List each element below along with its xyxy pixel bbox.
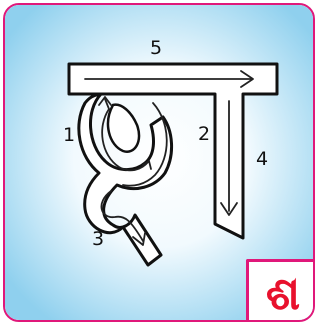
stroke-label-4: 4 <box>256 150 268 169</box>
stroke-label-5: 5 <box>150 39 162 58</box>
stroke-label-2: 2 <box>198 125 210 144</box>
stroke-label-3: 3 <box>92 230 104 249</box>
letter-card: 5 1 2 4 3 ଶ <box>3 3 315 322</box>
letter-badge: ଶ <box>246 259 315 322</box>
stroke-label-1: 1 <box>63 126 75 145</box>
letter-glyph: ଶ <box>266 270 300 316</box>
